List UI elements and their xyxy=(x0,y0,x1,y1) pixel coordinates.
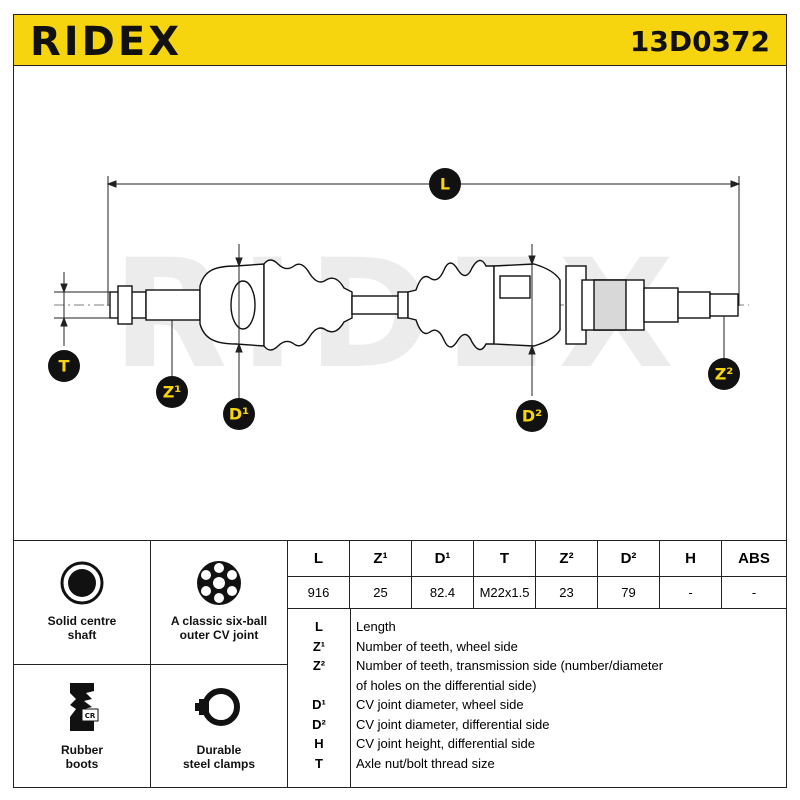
legend-desc: Axle nut/bolt thread size xyxy=(356,755,495,771)
feature-label-line2: steel clamps xyxy=(182,757,256,771)
shaft-outline xyxy=(54,259,749,351)
legend: L Length Z¹ Number of teeth, wheel side … xyxy=(288,609,786,787)
spec-panel: Solid centre shaft A classic six-ball ou… xyxy=(13,540,787,788)
feature-label-line2: outer CV joint xyxy=(179,628,259,642)
spec-header-cell: D¹ xyxy=(412,541,474,577)
six-ball-joint-icon xyxy=(197,561,241,605)
svg-text:D¹: D¹ xyxy=(229,405,249,424)
rubber-boot-icon: CR xyxy=(70,683,99,731)
drive-shaft-svg: RIDEX xyxy=(48,168,749,432)
feature-label-line1: A classic six-ball xyxy=(170,614,268,628)
svg-text:T: T xyxy=(59,357,70,376)
feature-steel-clamps: Durable steel clamps xyxy=(151,665,288,787)
spec-value-cell: 79 xyxy=(598,577,660,609)
drive-shaft-drawing: RIDEX xyxy=(13,66,787,540)
legend-desc: of holes on the differential side) xyxy=(356,677,537,693)
spec-header-cell: D² xyxy=(598,541,660,577)
badge-z2: Z² xyxy=(708,358,740,390)
feature-label-line2: boots xyxy=(65,757,99,771)
spec-header-cell: ABS xyxy=(722,541,786,577)
spec-value-cell: M22x1.5 xyxy=(474,577,536,609)
feature-label-line2: shaft xyxy=(67,628,97,642)
badge-z1: Z¹ xyxy=(156,376,188,408)
svg-text:CR: CR xyxy=(85,712,96,720)
legend-desc: Number of teeth, wheel side xyxy=(356,638,518,654)
legend-key: D² xyxy=(312,716,326,732)
feature-rubber-boots: CR Rubber boots xyxy=(14,665,151,787)
svg-text:Z²: Z² xyxy=(715,365,734,384)
feature-label-line1: Solid centre xyxy=(47,614,117,628)
spec-header-cell: Z¹ xyxy=(350,541,412,577)
feature-six-ball-joint: A classic six-ball outer CV joint xyxy=(151,541,288,665)
length-dimension xyxy=(106,176,741,306)
legend-key: D¹ xyxy=(312,697,326,712)
d1-dimension xyxy=(235,244,243,416)
spec-header-cell: T xyxy=(474,541,536,577)
spec-header-cell: L xyxy=(288,541,350,577)
spec-value-cell: 25 xyxy=(350,577,412,609)
legend-desc: Length xyxy=(356,619,396,634)
spec-header-cell: H xyxy=(660,541,722,577)
badge-t: T xyxy=(48,350,80,382)
legend-key: T xyxy=(315,755,323,771)
legend-desc: Number of teeth, transmission side (numb… xyxy=(356,658,664,673)
legend-divider xyxy=(350,609,351,787)
spec-value-cell: - xyxy=(660,577,722,609)
legend-key: Z² xyxy=(312,658,326,673)
spec-value-cell: - xyxy=(722,577,786,609)
legend-desc: CV joint diameter, differential side xyxy=(356,716,550,732)
spec-value-row: 916 25 82.4 M22x1.5 23 79 - - xyxy=(288,577,786,609)
spec-header-cell: Z² xyxy=(536,541,598,577)
feature-label-line1: Rubber xyxy=(61,743,103,757)
badge-d1: D¹ xyxy=(223,398,255,430)
spec-value-cell: 916 xyxy=(288,577,350,609)
legend-desc: CV joint diameter, wheel side xyxy=(356,697,524,712)
d2-dimension xyxy=(528,244,536,396)
spec-header-row: L Z¹ D¹ T Z² D² H ABS xyxy=(288,541,786,577)
svg-text:D²: D² xyxy=(522,407,542,426)
svg-text:Z¹: Z¹ xyxy=(163,383,182,402)
legend-key: L xyxy=(315,619,323,634)
legend-desc: CV joint height, differential side xyxy=(356,736,535,751)
t-dimension xyxy=(54,272,110,346)
feature-label-line1: Durable xyxy=(196,743,242,757)
svg-text:L: L xyxy=(440,175,450,194)
feature-solid-shaft: Solid centre shaft xyxy=(14,541,151,665)
badge-d2: D² xyxy=(516,400,548,432)
part-number: 13D0372 xyxy=(629,25,770,58)
badge-l: L xyxy=(429,168,461,200)
spec-value-cell: 82.4 xyxy=(412,577,474,609)
brand-logo: RIDEX xyxy=(30,19,183,65)
header-bar: RIDEX 13D0372 xyxy=(13,14,787,66)
spec-value-cell: 23 xyxy=(536,577,598,609)
legend-key: Z¹ xyxy=(312,638,326,654)
steel-clamp-icon xyxy=(195,688,240,726)
legend-key: H xyxy=(314,736,324,751)
solid-shaft-icon xyxy=(60,561,104,605)
